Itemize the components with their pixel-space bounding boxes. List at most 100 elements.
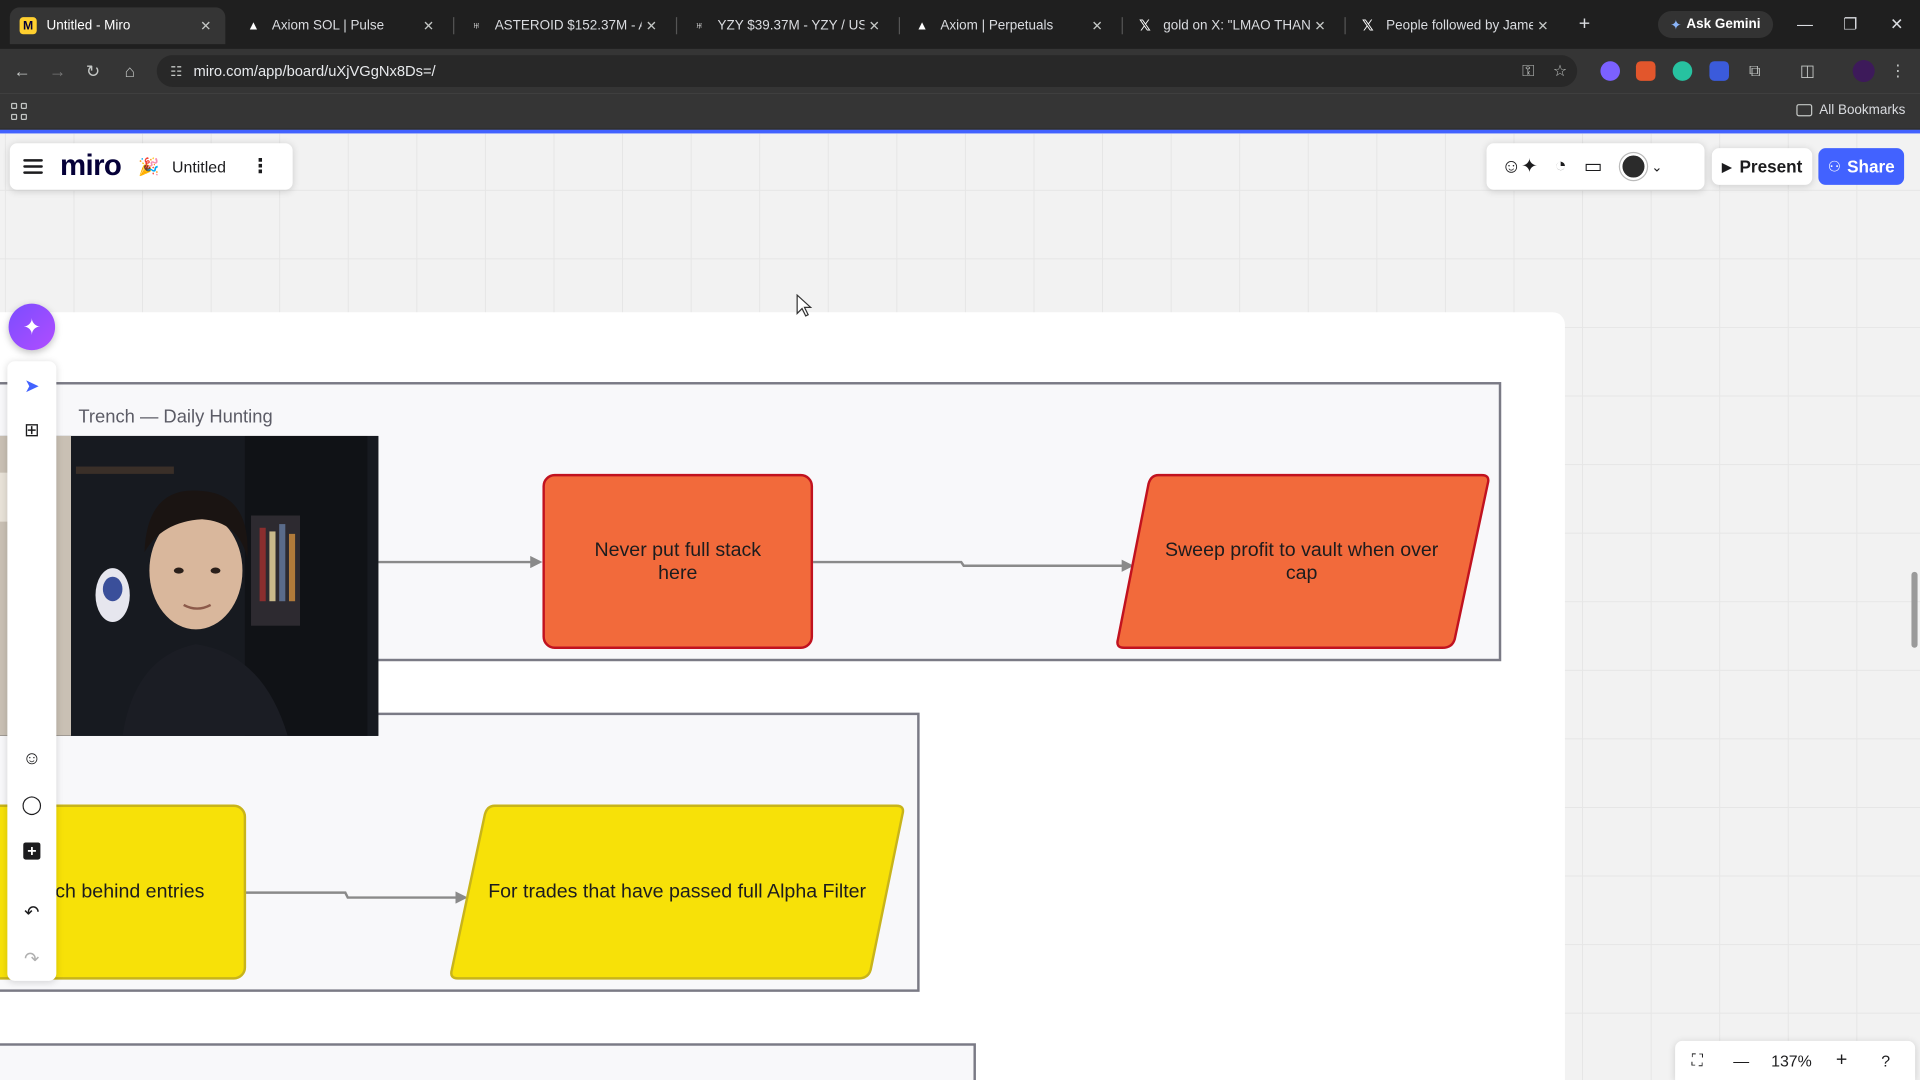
new-tab-button[interactable]: +: [1578, 13, 1591, 35]
bookmark-star-icon[interactable]: ☆: [1552, 61, 1568, 80]
main-menu-icon[interactable]: [23, 156, 43, 178]
all-bookmarks-button[interactable]: All Bookmarks: [1795, 102, 1906, 118]
comment-icon[interactable]: ◯: [21, 794, 43, 816]
board-menu-panel: miro 🎉 Untitled ⋮: [9, 143, 293, 190]
site-info-icon[interactable]: ☷: [170, 64, 183, 79]
tab-x-followed[interactable]: 𝕏 People followed by James W ✕: [1349, 7, 1562, 44]
help-icon[interactable]: ?: [1881, 1051, 1891, 1070]
party-icon[interactable]: 🎉: [138, 156, 160, 176]
tab-label: YZY $39.37M - YZY / USDC on: [717, 18, 865, 34]
video-call-icon[interactable]: ▭: [1583, 156, 1603, 178]
tab-separator: [898, 17, 901, 35]
left-toolbar: ➤ ⊞ ☺ ◯ + ↶ ↷: [7, 361, 57, 981]
side-panel-icon[interactable]: ◫: [1799, 61, 1815, 80]
share-button[interactable]: ⚇ Share: [1818, 148, 1905, 185]
mouse-cursor-icon: [796, 293, 813, 317]
x-logo-icon: 𝕏: [1361, 17, 1374, 35]
profile-avatar-icon[interactable]: [1852, 60, 1875, 83]
ask-gemini-label: Ask Gemini: [1686, 17, 1761, 32]
reactions-icon[interactable]: ☺✦: [1501, 156, 1538, 178]
ai-sparkle-button[interactable]: ✦: [8, 303, 56, 351]
tab-miro[interactable]: M Untitled - Miro ✕: [9, 7, 226, 45]
forward-arrow-icon[interactable]: →: [48, 61, 67, 81]
stamp-icon[interactable]: ☺: [22, 747, 42, 769]
frame-third[interactable]: [0, 1043, 976, 1080]
user-add-icon: ⚇: [1827, 157, 1841, 176]
extension-icon[interactable]: [1600, 61, 1621, 81]
zoom-out-icon[interactable]: —: [1733, 1051, 1750, 1070]
present-button[interactable]: ▶ Present: [1711, 148, 1813, 185]
connector-arrow: [813, 559, 1134, 572]
all-bookmarks-label: All Bookmarks: [1819, 102, 1906, 118]
page-load-accent-line: [0, 129, 1920, 134]
axiom-icon: ▲: [915, 18, 929, 33]
miro-logo-icon: M: [19, 17, 37, 35]
avatar[interactable]: [1619, 153, 1647, 181]
apps-grid-icon[interactable]: [11, 102, 28, 120]
comments-icon[interactable]: ◔: [1554, 155, 1567, 177]
close-icon[interactable]: ✕: [1091, 18, 1103, 34]
zoom-in-icon[interactable]: +: [1835, 1049, 1848, 1071]
shape-alpha-filter-parallelogram[interactable]: [448, 803, 908, 981]
redo-icon[interactable]: ↷: [24, 948, 40, 970]
sparkle-icon: ✦: [22, 314, 42, 339]
reload-icon[interactable]: ↻: [85, 61, 101, 81]
shape-never-full-stack[interactable]: Never put full stack here: [542, 473, 814, 649]
close-icon[interactable]: ✕: [868, 18, 880, 34]
board-options-icon[interactable]: ⋮: [250, 156, 271, 178]
parallelogram-text-box: For trades that have passed full Alpha F…: [465, 803, 889, 981]
vertical-scrollbar[interactable]: [1911, 571, 1918, 648]
restore-icon[interactable]: ❐: [1843, 14, 1858, 34]
ask-gemini-button[interactable]: ✦ Ask Gemini: [1657, 11, 1773, 38]
webcam-overlay: [0, 435, 379, 736]
gemini-sparkle-icon: ✦: [1670, 17, 1682, 33]
tab-label: ASTEROID $152.37M - Asteroid: [494, 18, 642, 34]
extension-icon[interactable]: [1709, 61, 1729, 81]
url-text: miro.com/app/board/uXjVGgNx8Ds=/: [193, 62, 436, 80]
close-icon[interactable]: ✕: [1314, 18, 1326, 34]
tab-separator: [453, 17, 455, 35]
templates-icon[interactable]: ⊞: [24, 420, 40, 441]
fit-to-screen-icon[interactable]: ⛶: [1691, 1050, 1703, 1069]
close-icon[interactable]: ✕: [1537, 18, 1549, 34]
close-icon[interactable]: ✕: [200, 18, 212, 34]
tab-x-gold[interactable]: 𝕏 gold on X: "LMAO THANK YOU ✕: [1127, 7, 1340, 44]
tab-asteroid[interactable]: ♅ ASTEROID $152.37M - Asteroid ✕: [458, 7, 671, 44]
extension-icon[interactable]: [1635, 61, 1656, 81]
extension-icon[interactable]: [1672, 61, 1693, 81]
axiom-icon: ▲: [247, 18, 260, 33]
more-apps-icon[interactable]: +: [7, 834, 56, 868]
minimize-icon[interactable]: —: [1796, 14, 1813, 34]
frame-title[interactable]: Trench — Daily Hunting: [78, 406, 273, 428]
miro-logo[interactable]: miro: [60, 149, 122, 183]
shape-text: Never put full stack here: [594, 539, 762, 584]
connector-arrow: [244, 891, 468, 904]
browser-toolbar: ← → ↻ ⌂ ☷ miro.com/app/board/uXjVGgNx8Ds…: [0, 48, 1920, 94]
tab-label: Untitled - Miro: [46, 18, 131, 34]
tab-axiom-pulse[interactable]: ▲ Axiom SOL | Pulse ✕: [235, 7, 448, 44]
miro-canvas[interactable]: Trench — Daily Hunting Never put full st…: [0, 133, 1920, 1080]
shape-text: For trades that have passed full Alpha F…: [488, 881, 867, 903]
home-icon[interactable]: ⌂: [124, 61, 135, 81]
board-title[interactable]: Untitled: [171, 157, 226, 176]
puzzle-extensions-icon[interactable]: ⧉: [1749, 61, 1761, 80]
tab-label: Axiom | Perpetuals: [940, 18, 1054, 34]
chevron-down-icon[interactable]: ⌄: [1651, 159, 1663, 175]
address-bar[interactable]: ☷ miro.com/app/board/uXjVGgNx8Ds=/: [156, 55, 1578, 87]
select-cursor-icon[interactable]: ➤: [24, 375, 40, 397]
tab-yzy[interactable]: ♅ YZY $39.37M - YZY / USDC on ✕: [681, 7, 894, 44]
chrome-menu-icon[interactable]: ⋮: [1890, 61, 1906, 80]
zoom-controls: ⛶ — 137% + ?: [1675, 1040, 1916, 1080]
undo-icon[interactable]: ↶: [24, 902, 40, 924]
x-logo-icon: 𝕏: [1138, 17, 1151, 35]
close-window-icon[interactable]: ✕: [1890, 14, 1904, 34]
tab-axiom-perpetuals[interactable]: ▲ Axiom | Perpetuals ✕: [904, 7, 1117, 44]
close-icon[interactable]: ✕: [645, 18, 658, 34]
close-icon[interactable]: ✕: [422, 18, 435, 34]
password-key-icon[interactable]: ⚿: [1522, 61, 1535, 80]
play-icon: ▶: [1721, 159, 1733, 175]
back-arrow-icon[interactable]: ←: [13, 61, 31, 81]
shape-sweep-profit-parallelogram[interactable]: [1114, 473, 1491, 651]
collaboration-toolbar: ☺✦ ◔ ▭ ⌄: [1486, 143, 1705, 190]
zoom-level[interactable]: 137%: [1771, 1051, 1812, 1070]
